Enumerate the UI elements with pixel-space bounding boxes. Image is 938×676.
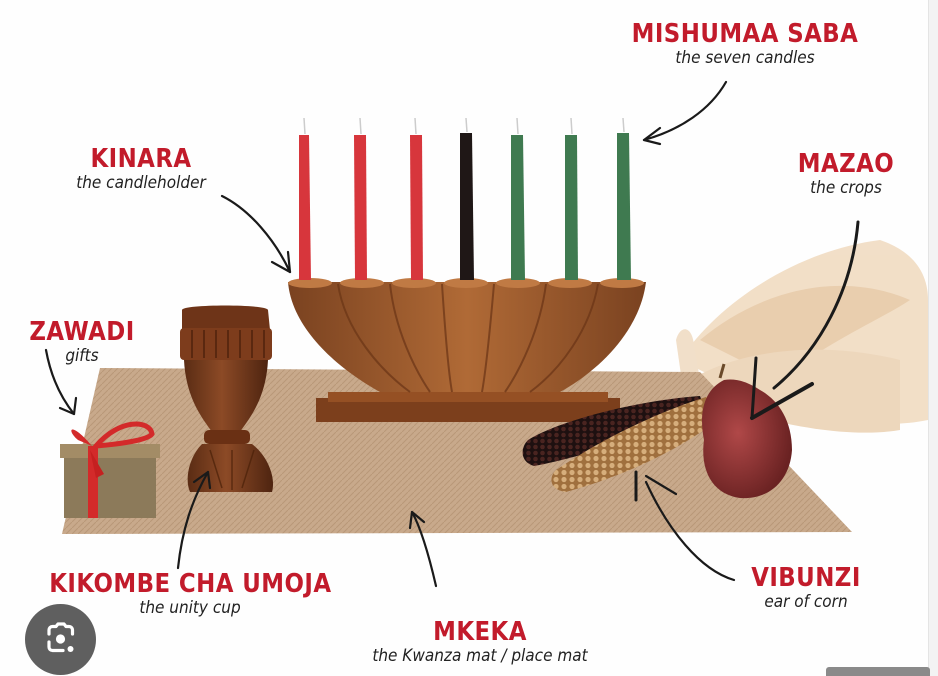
ears-of-corn xyxy=(522,394,720,492)
label-title: MISHUMAA SABA xyxy=(631,19,859,49)
kinara-candleholder xyxy=(288,278,646,422)
annotation-arrows xyxy=(44,80,860,588)
label-mkeka: MKEKA the Kwanza mat / place mat xyxy=(340,618,620,666)
label-subtitle: the candleholder xyxy=(76,173,206,193)
label-title: MAZAO xyxy=(797,149,895,179)
unity-cup xyxy=(180,305,274,492)
candle-black xyxy=(460,117,474,280)
candle-red-3 xyxy=(410,117,423,280)
label-subtitle: the seven candles xyxy=(675,48,815,68)
label-subtitle: ear of corn xyxy=(764,592,848,612)
label-mazao: MAZAO the crops xyxy=(786,150,906,198)
label-kikombe-cha-umoja: KIKOMBE CHA UMOJA the unity cup xyxy=(30,570,350,618)
label-kinara: KINARA the candleholder xyxy=(56,145,226,193)
corn-husks xyxy=(676,240,928,433)
label-zawadi: ZAWADI gifts xyxy=(20,318,144,366)
candle-red-2 xyxy=(354,117,367,280)
seven-candles xyxy=(299,117,631,280)
label-vibunzi: VIBUNZI ear of corn xyxy=(736,564,876,612)
label-subtitle: the Kwanza mat / place mat xyxy=(372,646,588,666)
label-mishumaa-saba: MISHUMAA SABA the seven candles xyxy=(616,20,874,68)
page-scroll-edge xyxy=(928,0,938,676)
label-title: VIBUNZI xyxy=(751,563,861,593)
label-title: MKEKA xyxy=(433,617,527,647)
bottom-panel-handle[interactable] xyxy=(826,667,930,676)
candle-red-1 xyxy=(299,117,311,280)
candle-green-1 xyxy=(511,117,525,280)
label-subtitle: gifts xyxy=(65,346,99,366)
label-title: KINARA xyxy=(90,144,192,174)
label-title: ZAWADI xyxy=(29,317,135,347)
google-lens-icon xyxy=(47,622,75,653)
label-title: KIKOMBE CHA UMOJA xyxy=(49,569,332,599)
gift-box xyxy=(60,421,160,518)
candle-green-2 xyxy=(565,117,578,280)
label-subtitle: the crops xyxy=(810,178,882,198)
label-subtitle: the unity cup xyxy=(139,598,241,618)
google-lens-button[interactable] xyxy=(25,604,96,675)
candle-green-3 xyxy=(617,117,631,280)
